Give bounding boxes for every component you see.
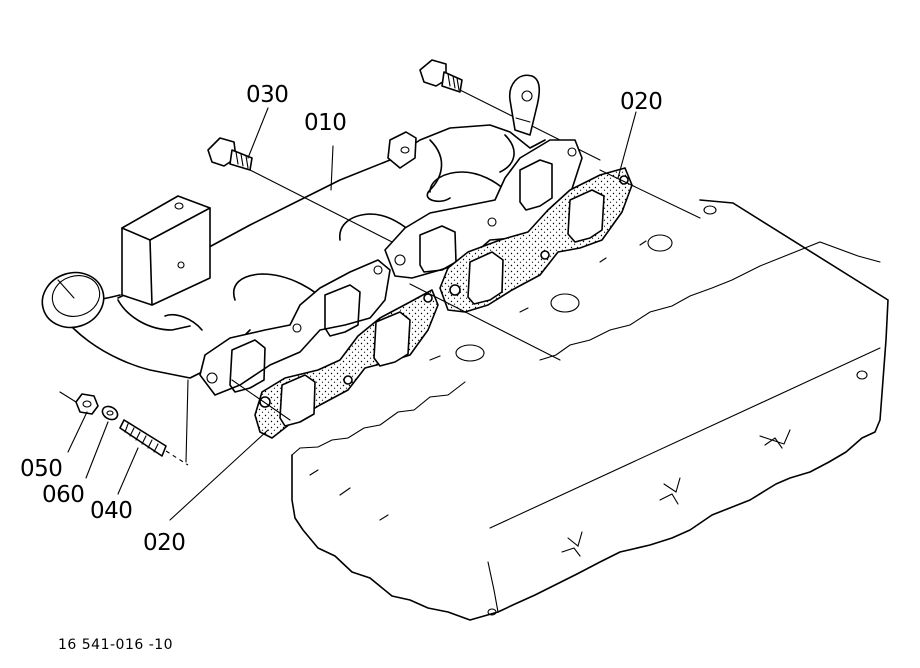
gasket-020-front bbox=[254, 289, 439, 439]
exhaust-manifold-010 bbox=[41, 74, 546, 379]
callout-060: 060 bbox=[42, 482, 85, 508]
manifold-flange-front bbox=[199, 259, 391, 396]
nut-050 bbox=[59, 391, 99, 415]
bolt-top bbox=[419, 59, 463, 93]
callout-030: 030 bbox=[246, 82, 289, 108]
bolt-axis-line-030 bbox=[249, 169, 399, 246]
axis-line-front bbox=[231, 379, 291, 421]
callout-020-top: 020 bbox=[620, 89, 663, 115]
bolt-030 bbox=[207, 137, 253, 171]
axis-line-top-rear bbox=[599, 169, 701, 219]
axis-line-rear bbox=[409, 283, 561, 361]
washer-060 bbox=[101, 405, 119, 421]
drawing-number: 16 541-016 -10 bbox=[58, 637, 174, 653]
callout-010: 010 bbox=[304, 110, 347, 136]
stud-040 bbox=[119, 419, 189, 466]
manifold-flange-rear bbox=[384, 139, 583, 279]
callout-leaders bbox=[67, 107, 637, 521]
cylinder-head bbox=[291, 199, 889, 621]
callout-020-bottom: 020 bbox=[143, 530, 186, 556]
gasket-020-rear bbox=[439, 167, 633, 313]
callout-050: 050 bbox=[20, 456, 63, 482]
callout-040: 040 bbox=[90, 498, 133, 524]
stud-axis-line bbox=[185, 379, 189, 463]
